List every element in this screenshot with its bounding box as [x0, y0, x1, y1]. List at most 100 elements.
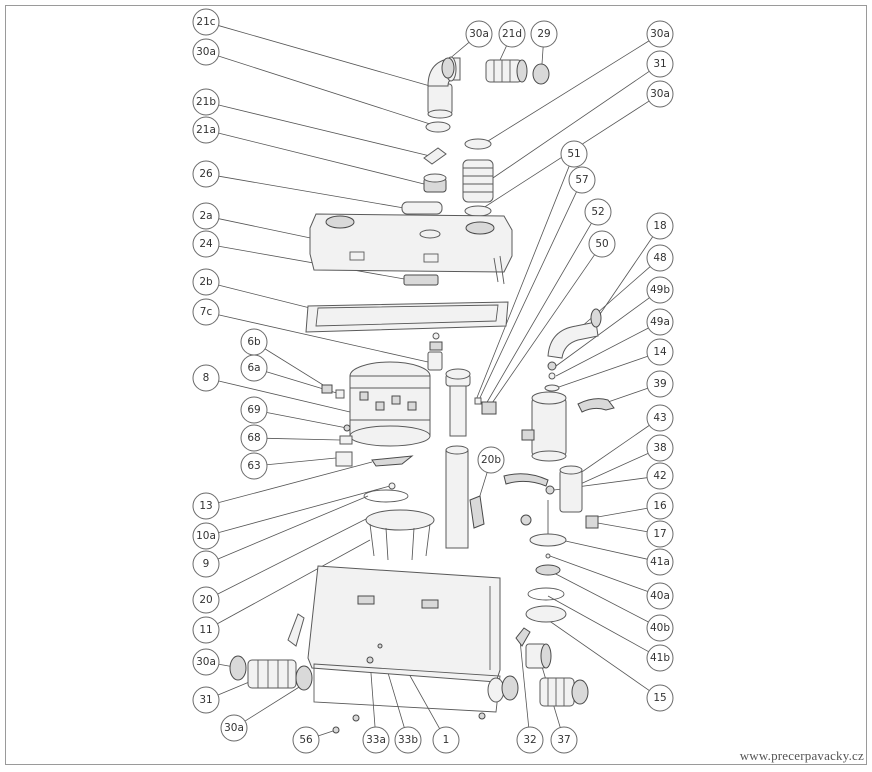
callout-30a: 30a: [192, 38, 220, 66]
part-21d-coupler: [485, 59, 528, 83]
part-20-cage: [365, 509, 435, 561]
callout-label: 15: [653, 692, 666, 704]
callout-38: 38: [646, 434, 674, 462]
callout-bubble: [646, 404, 674, 432]
part-9-ring: [363, 489, 409, 503]
callout-bubble: [560, 140, 588, 168]
callout-bubble: [646, 614, 674, 642]
part-43-float: [559, 465, 583, 513]
part-8-pump-motor: [349, 361, 431, 447]
callout-label: 40a: [650, 590, 670, 602]
callout-label: 63: [247, 460, 260, 472]
part-38-strap: [503, 473, 549, 487]
callout-label: 11: [199, 624, 212, 636]
leader-line: [547, 619, 650, 691]
callout-bubble: [646, 644, 674, 672]
callout-label: 30a: [196, 656, 216, 668]
callout-label: 2a: [199, 210, 212, 222]
callout-bubble: [646, 244, 674, 272]
callout-label: 56: [299, 734, 313, 746]
callout-bubble: [646, 434, 674, 462]
callout-30a: 30a: [220, 714, 248, 742]
callout-label: 39: [653, 378, 666, 390]
callout-label: 7c: [200, 306, 213, 318]
callout-31: 31: [192, 686, 220, 714]
leader-line: [479, 40, 650, 147]
callout-33b: 33b: [394, 726, 422, 754]
callout-label: 21c: [196, 16, 215, 28]
callout-30a: 30a: [192, 648, 220, 676]
callout-label: 26: [199, 168, 213, 180]
callout-label: 32: [523, 734, 536, 746]
leader-line: [218, 485, 391, 533]
callout-label: 8: [203, 372, 210, 384]
callout-bubble: [432, 726, 460, 754]
part-56-screw: [332, 726, 340, 734]
leader-line: [218, 175, 405, 209]
leader-line: [489, 70, 650, 181]
callout-label: 51: [567, 148, 580, 160]
leader-line: [499, 45, 507, 61]
callout-bubble: [550, 726, 578, 754]
callout-bubble: [362, 726, 390, 754]
callout-41a: 41a: [646, 548, 674, 576]
callout-label: 31: [199, 694, 212, 706]
callout-30a: 30a: [646, 20, 674, 48]
part-41a-shaft: [529, 500, 567, 547]
callout-bubble: [646, 684, 674, 712]
part-40b: [535, 564, 561, 576]
callout-57: 57: [568, 166, 596, 194]
callout-bubble: [240, 452, 268, 480]
callout-label: 20: [199, 594, 212, 606]
callout-49b: 49b: [646, 276, 674, 304]
callout-bubble: [646, 308, 674, 336]
callout-label: 21d: [502, 28, 522, 40]
callout-31: 31: [646, 50, 674, 78]
leader-line: [218, 461, 373, 504]
callout-20: 20: [192, 586, 220, 614]
callout-42: 42: [646, 462, 674, 490]
part-2a-lid: [309, 213, 513, 285]
callout-label: 24: [199, 238, 213, 250]
callout-63: 63: [240, 452, 268, 480]
part-42: [545, 485, 555, 495]
part-6b: [321, 384, 333, 394]
part-side-clip: [287, 613, 305, 647]
leader-line: [595, 236, 654, 321]
callout-bubble: [192, 686, 220, 714]
callout-16: 16: [646, 492, 674, 520]
leader-line: [541, 46, 544, 65]
callout-32: 32: [516, 726, 544, 754]
part-40a: [545, 553, 551, 559]
callout-bubble: [584, 198, 612, 226]
leader-line: [555, 297, 650, 367]
callout-48: 48: [646, 244, 674, 272]
callout-label: 21b: [196, 96, 216, 108]
callout-label: 40b: [650, 622, 670, 634]
callout-bubble: [646, 338, 674, 366]
part-51: [474, 397, 482, 405]
callout-bubble: [646, 492, 674, 520]
callout-bubble: [292, 726, 320, 754]
part-39-strap: [577, 398, 615, 413]
leader-line: [218, 25, 431, 87]
callout-2a: 2a: [192, 202, 220, 230]
leader-line: [218, 314, 429, 363]
callout-bubble: [646, 50, 674, 78]
callout-49a: 49a: [646, 308, 674, 336]
callout-bubble: [465, 20, 493, 48]
callout-bubble: [646, 276, 674, 304]
callout-label: 30a: [224, 722, 244, 734]
callout-69: 69: [240, 396, 268, 424]
callout-21c: 21c: [192, 8, 220, 36]
callout-label: 50: [595, 238, 608, 250]
leader-line: [217, 515, 373, 595]
callout-26: 26: [192, 160, 220, 188]
leader-line: [549, 555, 648, 592]
watermark: www.precerpavacky.cz: [739, 748, 864, 763]
part-6a: [335, 389, 345, 399]
callout-label: 41a: [650, 556, 670, 568]
callout-21a: 21a: [192, 116, 220, 144]
part-37-coupler: [525, 643, 552, 669]
callout-label: 43: [653, 412, 666, 424]
